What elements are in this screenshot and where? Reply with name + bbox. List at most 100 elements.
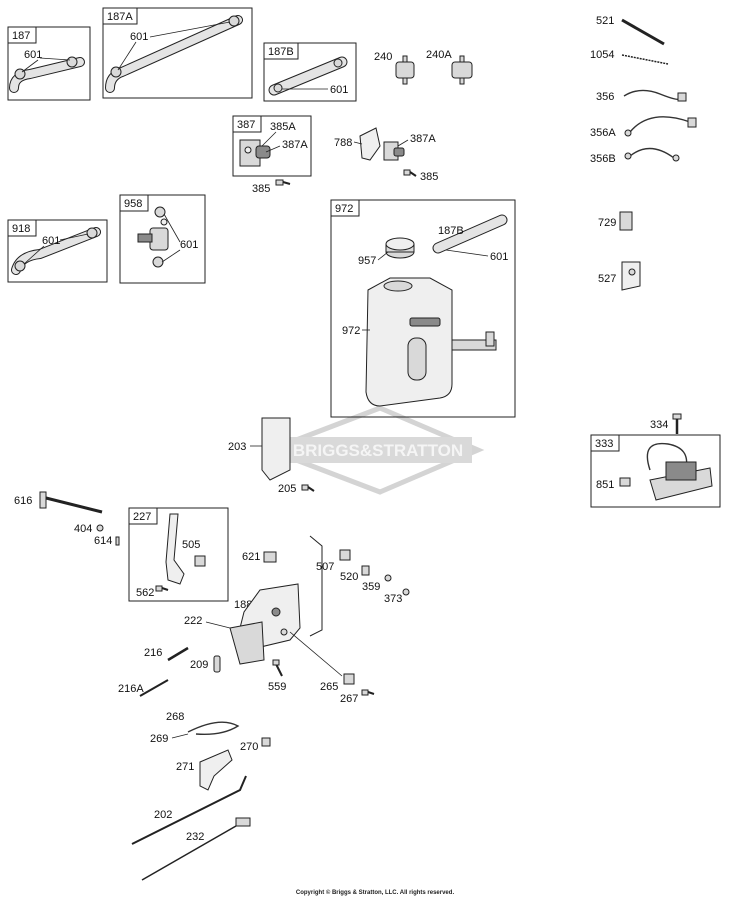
link-216 [167, 646, 189, 662]
label-601: 601 [330, 84, 348, 96]
screw-559 [272, 659, 283, 677]
label-209: 209 [190, 659, 208, 671]
part-507 [339, 549, 351, 561]
label-356B: 356B [590, 153, 616, 165]
label-387A: 387A [282, 139, 308, 151]
label-356A: 356A [590, 127, 616, 139]
label-265: 265 [320, 681, 338, 693]
screw-385b [403, 169, 417, 177]
label-972: 972 [342, 325, 360, 337]
label-240: 240 [374, 51, 392, 63]
governor-control-plate [229, 583, 301, 665]
wire-356 [623, 89, 681, 101]
copyright-notice: Copyright © Briggs & Stratton, LLC. All … [295, 890, 455, 896]
link-216A [139, 679, 169, 697]
cable-268 [187, 721, 240, 736]
label-267: 267 [340, 693, 358, 705]
label-385: 385 [420, 171, 438, 183]
box-227 [128, 507, 229, 602]
fuel-line-187B [432, 214, 508, 254]
bracket-788 [359, 127, 381, 161]
box-187 [7, 26, 91, 101]
rod-202 [131, 775, 247, 845]
screw-562 [155, 585, 169, 592]
label-559: 559 [268, 681, 286, 693]
label-268: 268 [166, 711, 184, 723]
label-232: 232 [186, 831, 204, 843]
fuel-valve-958 [137, 206, 169, 268]
throttle-lever-227 [165, 513, 185, 585]
label-621: 621 [242, 551, 260, 563]
label-385: 385 [252, 183, 270, 195]
link-232 [141, 825, 237, 881]
label-505: 505 [182, 539, 200, 551]
label-269: 269 [150, 733, 168, 745]
box-958 [119, 194, 206, 284]
box-187B [263, 42, 357, 102]
label-616: 616 [14, 495, 32, 507]
label-385A: 385A [270, 121, 296, 133]
nut-270 [261, 737, 271, 747]
fuel-tank-972 [365, 277, 497, 407]
label-527: 527 [598, 273, 616, 285]
hose-918 [11, 227, 101, 275]
label-851: 851 [596, 479, 614, 491]
label-187B: 187B [438, 225, 464, 237]
ignition-armature-333 [646, 442, 713, 501]
box-187A [102, 7, 253, 99]
label-507: 507 [316, 561, 334, 573]
screw-334 [672, 413, 682, 434]
clamp-265 [343, 673, 355, 685]
label-601: 601 [180, 239, 198, 251]
box-972 [330, 199, 516, 418]
washer-404 [96, 524, 104, 532]
label-1054: 1054 [590, 49, 614, 61]
label-957: 957 [358, 255, 376, 267]
fuel-shutoff-387 [239, 139, 271, 167]
box-387 [232, 115, 312, 177]
box-187A-label: 187A [107, 11, 133, 23]
part-520 [361, 565, 370, 576]
part-729 [619, 211, 633, 231]
label-240A: 240A [426, 49, 452, 61]
box-333 [590, 434, 721, 508]
label-203: 203 [228, 441, 246, 453]
label-601: 601 [42, 235, 60, 247]
part-621 [263, 551, 277, 563]
hose-187A [105, 15, 243, 93]
label-216: 216 [144, 647, 162, 659]
label-729: 729 [598, 217, 616, 229]
part-851 [619, 477, 631, 487]
label-601: 601 [130, 31, 148, 43]
fuel-shutoff-387A [383, 141, 405, 161]
box-972-label: 972 [335, 203, 353, 215]
spring-209 [213, 655, 221, 673]
label-387A: 387A [410, 133, 436, 145]
hose-187B [268, 56, 348, 96]
label-562: 562 [136, 587, 154, 599]
part-521 [621, 18, 665, 46]
bracket-527 [621, 261, 641, 291]
nut-373 [402, 588, 410, 596]
wire-356A [629, 116, 691, 133]
box-187B-label: 187B [268, 46, 294, 58]
label-202: 202 [154, 809, 172, 821]
fuel-filter-240 [395, 55, 415, 85]
washer-359 [384, 574, 392, 582]
fuel-filter-240A [451, 55, 473, 85]
cable-tie-1054 [621, 54, 669, 65]
label-788: 788 [334, 137, 352, 149]
label-601: 601 [24, 49, 42, 61]
label-270: 270 [240, 741, 258, 753]
box-918 [7, 219, 108, 283]
label-356: 356 [596, 91, 614, 103]
screw-385 [275, 179, 291, 186]
box-227-label: 227 [133, 511, 151, 523]
hose-187 [9, 56, 85, 93]
label-205: 205 [278, 483, 296, 495]
watermark-text: BRIGGS&STRATTON [293, 441, 463, 460]
box-187-label: 187 [12, 30, 30, 42]
box-387-label: 387 [237, 119, 255, 131]
label-271: 271 [176, 761, 194, 773]
